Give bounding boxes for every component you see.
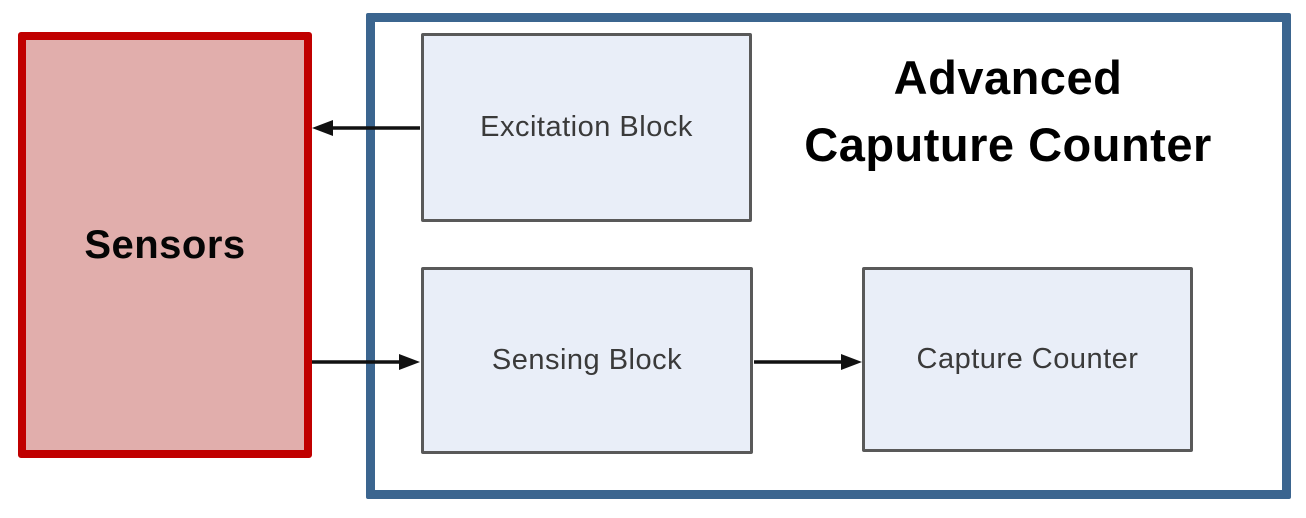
sensing-block-label: Sensing Block <box>491 344 683 376</box>
sensing-to-capture-arrow-icon <box>754 354 862 370</box>
excitation-block-label: Excitation Block <box>480 111 693 143</box>
excitation-to-sensors-arrow-icon <box>312 120 420 136</box>
excitation-block-box: Excitation Block <box>421 33 752 222</box>
container-title: Advanced Caputure Counter <box>753 44 1263 178</box>
sensors-to-sensing-arrow-icon <box>312 354 420 370</box>
capture-counter-box: Capture Counter <box>862 267 1193 452</box>
sensors-box: Sensors <box>18 32 312 458</box>
container-title-line2: Caputure Counter <box>804 118 1212 171</box>
sensors-label: Sensors <box>84 222 246 267</box>
advanced-capture-counter-container: Advanced Caputure Counter Excitation Blo… <box>366 13 1291 499</box>
capture-counter-label: Capture Counter <box>916 343 1139 375</box>
container-title-line1: Advanced <box>893 51 1123 104</box>
sensing-block-box: Sensing Block <box>421 267 753 454</box>
